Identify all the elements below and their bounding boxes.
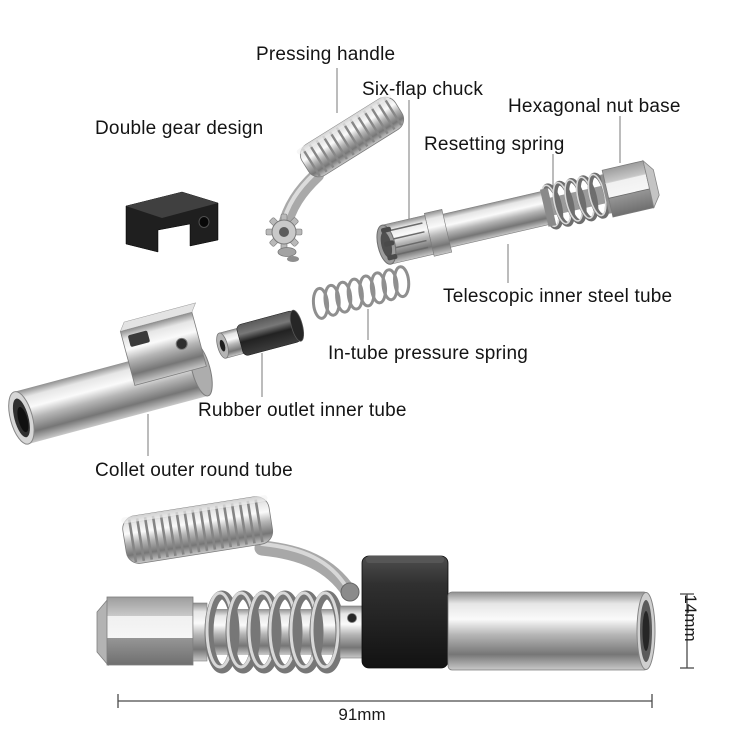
in-tube-pressure-spring-part bbox=[311, 265, 411, 320]
label-in-tube-pressure-spring: In-tube pressure spring bbox=[328, 343, 528, 364]
dimension-lines bbox=[117, 593, 694, 708]
dimension-diameter-label: 14mm bbox=[681, 594, 700, 642]
label-telescopic-inner-steel-tube: Telescopic inner steel tube bbox=[443, 286, 673, 307]
hexagonal-nut-base-part bbox=[600, 159, 660, 218]
label-hexagonal-nut-base: Hexagonal nut base bbox=[508, 96, 681, 117]
label-six-flap-chuck: Six-flap chuck bbox=[362, 79, 484, 100]
label-collet-outer-round-tube: Collet outer round tube bbox=[95, 460, 293, 481]
six-flap-chuck-part bbox=[376, 214, 435, 265]
label-pressing-handle: Pressing handle bbox=[256, 44, 396, 65]
assembled-handle bbox=[121, 495, 360, 602]
resetting-spring-part bbox=[540, 172, 610, 230]
pressing-handle-part bbox=[265, 93, 405, 262]
assembled-barrel bbox=[447, 591, 656, 671]
assembled-hex-base bbox=[96, 596, 208, 667]
assembled-block bbox=[361, 555, 449, 669]
telescopic-inner-steel-tube-part bbox=[423, 187, 557, 257]
rubber-outlet-inner-tube-part bbox=[216, 309, 305, 359]
double-gear-icon bbox=[265, 213, 303, 262]
label-double-gear-design: Double gear design bbox=[95, 118, 264, 139]
label-resetting-spring: Resetting spring bbox=[424, 134, 565, 155]
leader-lines bbox=[147, 68, 621, 456]
assembled-coupler bbox=[96, 495, 656, 674]
neck-hole bbox=[347, 613, 357, 623]
double-gear-clip-part bbox=[125, 191, 219, 253]
assembled-spring bbox=[204, 590, 347, 674]
label-rubber-outlet-inner-tube: Rubber outlet inner tube bbox=[198, 400, 407, 421]
collet-outer-round-tube-part bbox=[8, 302, 213, 445]
dimension-length-label: 91mm bbox=[338, 705, 386, 724]
